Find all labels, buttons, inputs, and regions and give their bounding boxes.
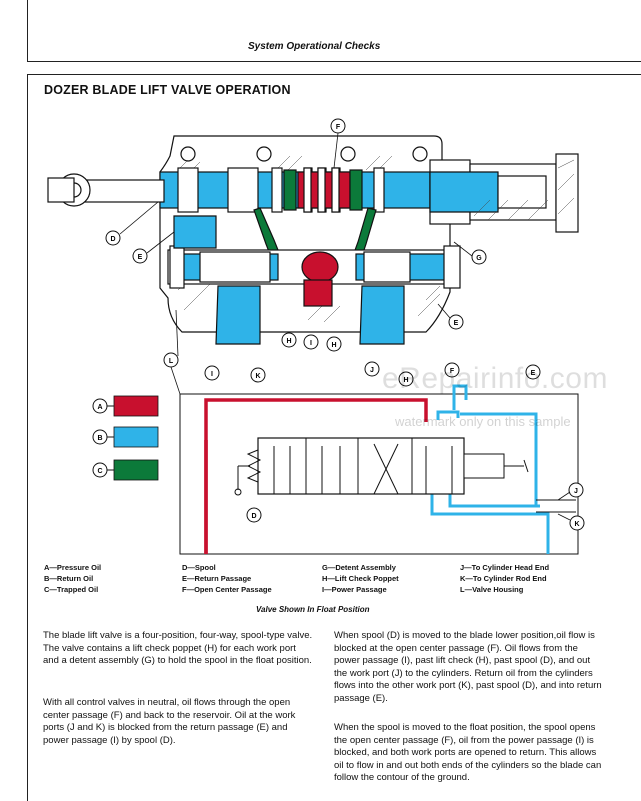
legend-pressure-oil: A (92, 395, 159, 417)
svg-text:D: D (110, 236, 115, 243)
svg-text:C: C (97, 468, 102, 475)
legend-column-2: D—Spool E—Return Passage F—Open Center P… (182, 562, 272, 595)
header-rule-horizontal (27, 61, 641, 62)
legend-entry: F—Open Center Passage (182, 585, 272, 594)
legend-entry: E—Return Passage (182, 574, 252, 583)
legend-entry: H—Lift Check Poppet (322, 574, 399, 583)
page-heading: DOZER BLADE LIFT VALVE OPERATION (44, 83, 291, 97)
header-rule-vertical (27, 0, 28, 62)
svg-text:H: H (403, 377, 408, 384)
paragraph-neutral: With all control valves in neutral, oil … (43, 697, 296, 746)
paragraph-lower: When spool (D) is moved to the blade low… (334, 630, 602, 704)
svg-text:I: I (211, 371, 213, 378)
diagram-callouts: F D E G E H I H K J L I H F E D J K (105, 118, 585, 531)
legend-column-1: A—Pressure Oil B—Return Oil C—Trapped Oi… (44, 562, 101, 595)
legend-entry: A—Pressure Oil (44, 563, 102, 572)
svg-text:H: H (286, 338, 291, 345)
svg-text:L: L (169, 358, 174, 365)
paragraph-float: When the spool is moved to the float pos… (334, 722, 602, 784)
watermark-note: watermark only on this sample (395, 414, 571, 429)
svg-text:F: F (450, 368, 455, 375)
paragraph-intro: The blade lift valve is a four-position,… (43, 630, 313, 667)
legend-entry: I—Power Passage (322, 585, 387, 594)
legend-entry: C—Trapped Oil (44, 585, 99, 594)
svg-text:J: J (574, 488, 578, 495)
legend-entry: L—Valve Housing (460, 585, 524, 594)
svg-text:A: A (97, 404, 102, 411)
valve-cross-section (47, 135, 579, 345)
watermark: eRepairinfo.com (382, 362, 608, 395)
svg-text:J: J (370, 367, 374, 374)
svg-text:E: E (531, 370, 536, 377)
color-legend: A B C (92, 395, 159, 481)
hydraulic-schematic (179, 384, 579, 555)
svg-text:E: E (138, 254, 143, 261)
svg-text:I: I (310, 340, 312, 347)
svg-text:E: E (454, 320, 459, 327)
svg-text:K: K (574, 521, 579, 528)
legend-entry: D—Spool (182, 563, 216, 572)
legend-entry: B—Return Oil (44, 574, 94, 583)
legend-return-oil: B (92, 426, 159, 448)
content-frame (27, 74, 641, 801)
legend-entry: J—To Cylinder Head End (460, 563, 550, 572)
legend-entry: G—Detent Assembly (322, 563, 396, 572)
valve-diagram: F D E G E H I H K J L I H F E D J K (47, 118, 585, 555)
section-title: System Operational Checks (248, 41, 381, 52)
legend-column-4: J—To Cylinder Head End K—To Cylinder Rod… (460, 562, 549, 595)
svg-text:D: D (251, 513, 256, 520)
figure-caption: Valve Shown In Float Position (256, 605, 370, 614)
svg-text:F: F (336, 124, 341, 131)
legend-entry: K—To Cylinder Rod End (460, 574, 547, 583)
legend-trapped-oil: C (92, 459, 159, 481)
svg-text:B: B (97, 435, 102, 442)
svg-text:G: G (476, 255, 482, 262)
legend-column-3: G—Detent Assembly H—Lift Check Poppet I—… (322, 562, 399, 595)
svg-text:K: K (255, 373, 260, 380)
svg-text:H: H (331, 342, 336, 349)
